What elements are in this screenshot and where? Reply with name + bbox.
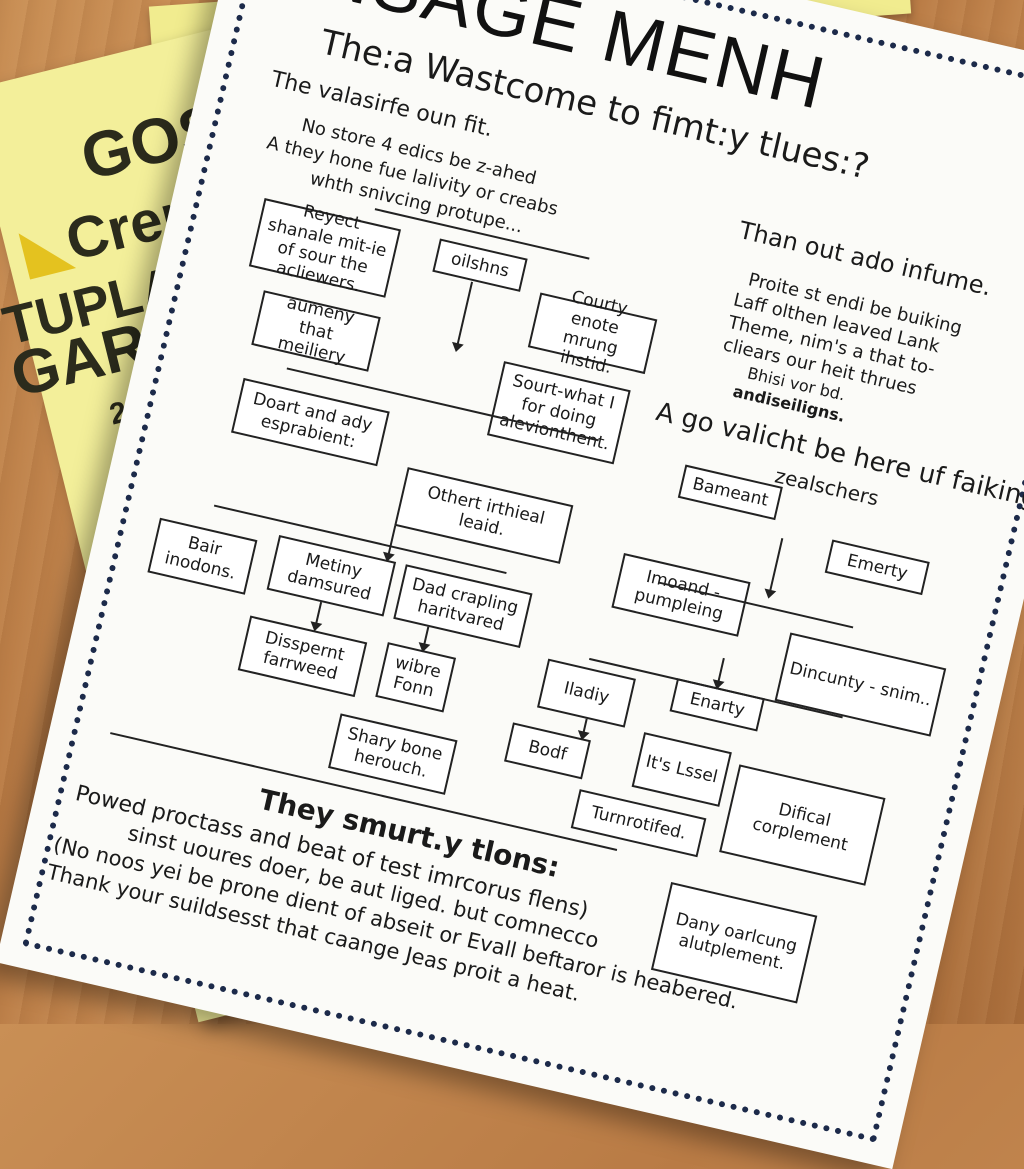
flow-left-box-3: Courty enote mrung ihstid. [527, 287, 658, 378]
